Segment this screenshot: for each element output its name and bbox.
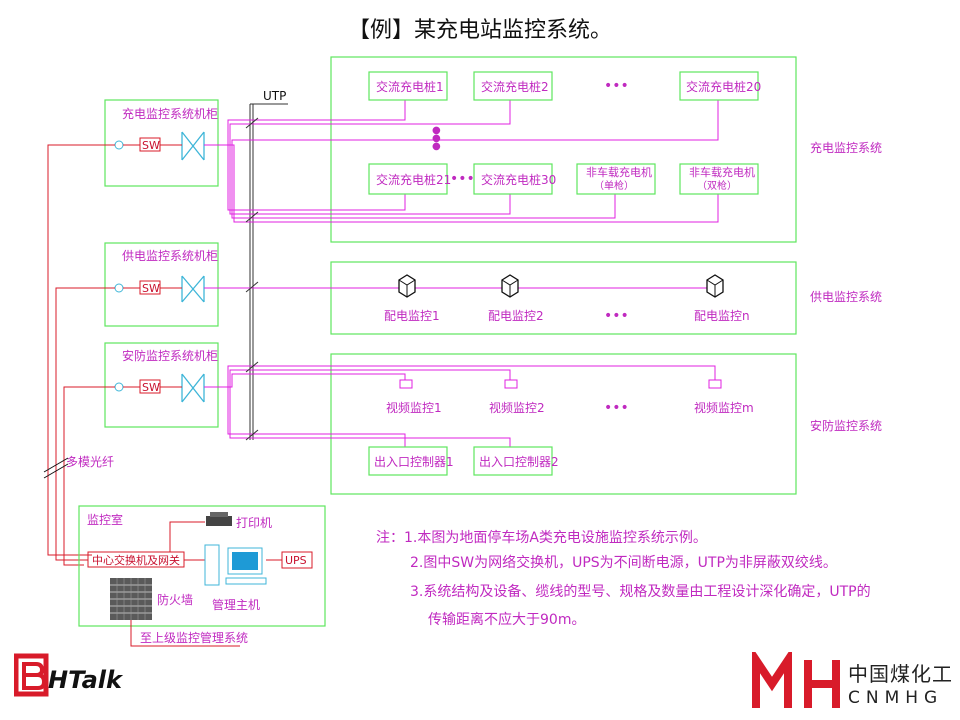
vertical-ellipsis: ● (432, 141, 441, 152)
utp-cables (204, 100, 719, 447)
power-monitor-row: 配电监控1 配电监控2 ••• 配电监控n (384, 274, 750, 324)
dc-charger-label: 非车载充电机 (586, 165, 652, 179)
security-cabinet-devices: SW (114, 373, 205, 403)
upper-link-label: 至上级监控管理系统 (140, 630, 248, 645)
power-meter-icon (706, 274, 724, 298)
dc-charger-label: 非车载充电机 (689, 165, 755, 179)
dc-charger-sublabel: （单枪） (594, 179, 634, 192)
switch-label: SW (142, 381, 160, 394)
note-line: 2.图中SW为网络交换机，UPS为不间断电源，UTP为非屏蔽双绞线。 (410, 554, 837, 571)
power-monitor-label: 配电监控n (694, 309, 750, 323)
power-system-frame (330, 261, 797, 335)
utp-label: UTP (263, 89, 286, 103)
patch-panel-icon (181, 275, 205, 303)
vertical-ellipsis: ● (432, 125, 441, 136)
control-room-title: 监控室 (87, 512, 123, 527)
charging-pile-row-2: 交流充电桩21 ••• 交流充电桩30 非车载充电机 （单枪） 非车载充电机 （… (368, 163, 759, 195)
security-cabinet (104, 342, 219, 428)
power-meter-icon (501, 274, 519, 298)
charging-system-frame (330, 56, 797, 243)
patch-panel-icon (181, 373, 205, 403)
dc-charger-sublabel: （双枪） (697, 179, 737, 192)
security-cabinet-label: 安防监控系统机柜 (122, 348, 218, 363)
ac-charging-pile[interactable] (679, 71, 759, 101)
switch-label: SW (142, 282, 160, 295)
note-line: 注：1.本图为地面停车场A类充电设施监控系统示例。 (376, 529, 707, 546)
cnmhg-logo (752, 652, 840, 708)
gate-controller-label: 出入口控制器2 (479, 455, 559, 469)
printer-label: 打印机 (236, 516, 272, 530)
video-monitor-label: 视频监控1 (386, 400, 442, 415)
ac-charging-pile[interactable] (368, 163, 448, 195)
optical-transceiver-icon (114, 140, 124, 150)
video-monitor-row: 视频监控1 视频监控2 ••• 视频监控m (386, 379, 754, 416)
ellipsis: ••• (604, 400, 629, 416)
ac-charging-pile-label: 交流充电桩1 (376, 79, 444, 94)
charging-cabinet-devices: SW (114, 131, 205, 161)
ellipsis: ••• (604, 78, 629, 94)
video-monitor-label: 视频监控2 (489, 400, 545, 415)
charging-system-label: 充电监控系统 (810, 140, 882, 155)
switch-label: SW (142, 139, 160, 152)
video-monitor-label: 视频监控m (694, 400, 754, 415)
upper-link-line (130, 620, 240, 647)
camera-icon (504, 379, 518, 389)
note-line: 3.系统结构及设备、缆线的型号、规格及数量由工程设计深化确定，UTP的 (410, 583, 871, 600)
power-system-label: 供电监控系统 (810, 290, 882, 304)
dc-charger-single[interactable] (576, 163, 656, 195)
logo-right-cn: 中国煤化工 (848, 662, 953, 686)
ac-charging-pile-label: 交流充电桩2 (481, 79, 549, 94)
page-title: 【例】某充电站监控系统。 (347, 18, 612, 43)
ac-charging-pile[interactable] (473, 71, 553, 101)
ac-charging-pile-label: 交流充电桩20 (686, 79, 761, 94)
printer-link (169, 521, 205, 552)
dc-charger-double[interactable] (679, 163, 759, 195)
control-room-frame (78, 505, 326, 627)
note-line: 传输距离不应大于90m。 (428, 611, 585, 628)
firewall-icon (110, 578, 152, 620)
power-monitor-label: 配电监控1 (384, 309, 440, 323)
charging-cabinet (104, 99, 219, 187)
firewall-label: 防火墙 (157, 592, 193, 607)
utp-trunk (249, 103, 288, 440)
central-switch-label: 中心交换机及网关 (92, 553, 180, 567)
gate-controller[interactable] (473, 446, 553, 476)
power-cabinet-label: 供电监控系统机柜 (122, 249, 218, 263)
ellipsis: ••• (604, 308, 629, 324)
camera-icon (399, 379, 413, 389)
ac-charging-pile[interactable] (473, 163, 553, 195)
power-cabinet-devices: SW (114, 275, 205, 303)
security-system-frame (330, 353, 797, 495)
ups-label: UPS (285, 554, 307, 567)
charging-cabinet-label: 充电监控系统机柜 (122, 106, 218, 121)
security-system-label: 安防监控系统 (810, 418, 882, 433)
fiber-label: 多模光纤 (66, 455, 114, 469)
vertical-ellipsis: ● (432, 133, 441, 144)
host-label: 管理主机 (212, 597, 260, 612)
printer-icon (206, 512, 232, 526)
camera-icon (708, 379, 722, 389)
logo-left-text: HTalk (48, 666, 124, 694)
ac-charging-pile-label: 交流充电桩30 (481, 172, 556, 187)
bhtalk-logo: HTalk (14, 653, 124, 697)
ac-charging-pile[interactable] (368, 71, 448, 101)
multimode-fiber-lines (47, 144, 115, 566)
optical-transceiver-icon (114, 283, 124, 293)
ac-charging-pile-label: 交流充电桩21 (376, 172, 451, 187)
patch-panel-icon (181, 131, 205, 161)
gate-controller-label: 出入口控制器1 (374, 455, 454, 469)
charging-pile-row-1: 交流充电桩1 交流充电桩2 ••• 交流充电桩20 (368, 71, 761, 101)
logo-right-en: CNMHG (848, 688, 944, 708)
power-monitor-label: 配电监控2 (488, 309, 544, 323)
gate-controller[interactable] (368, 446, 448, 476)
power-meter-icon (398, 274, 416, 298)
management-host-icon (204, 544, 267, 586)
optical-transceiver-icon (114, 382, 124, 392)
ellipsis: ••• (450, 171, 475, 187)
power-cabinet (104, 242, 219, 327)
